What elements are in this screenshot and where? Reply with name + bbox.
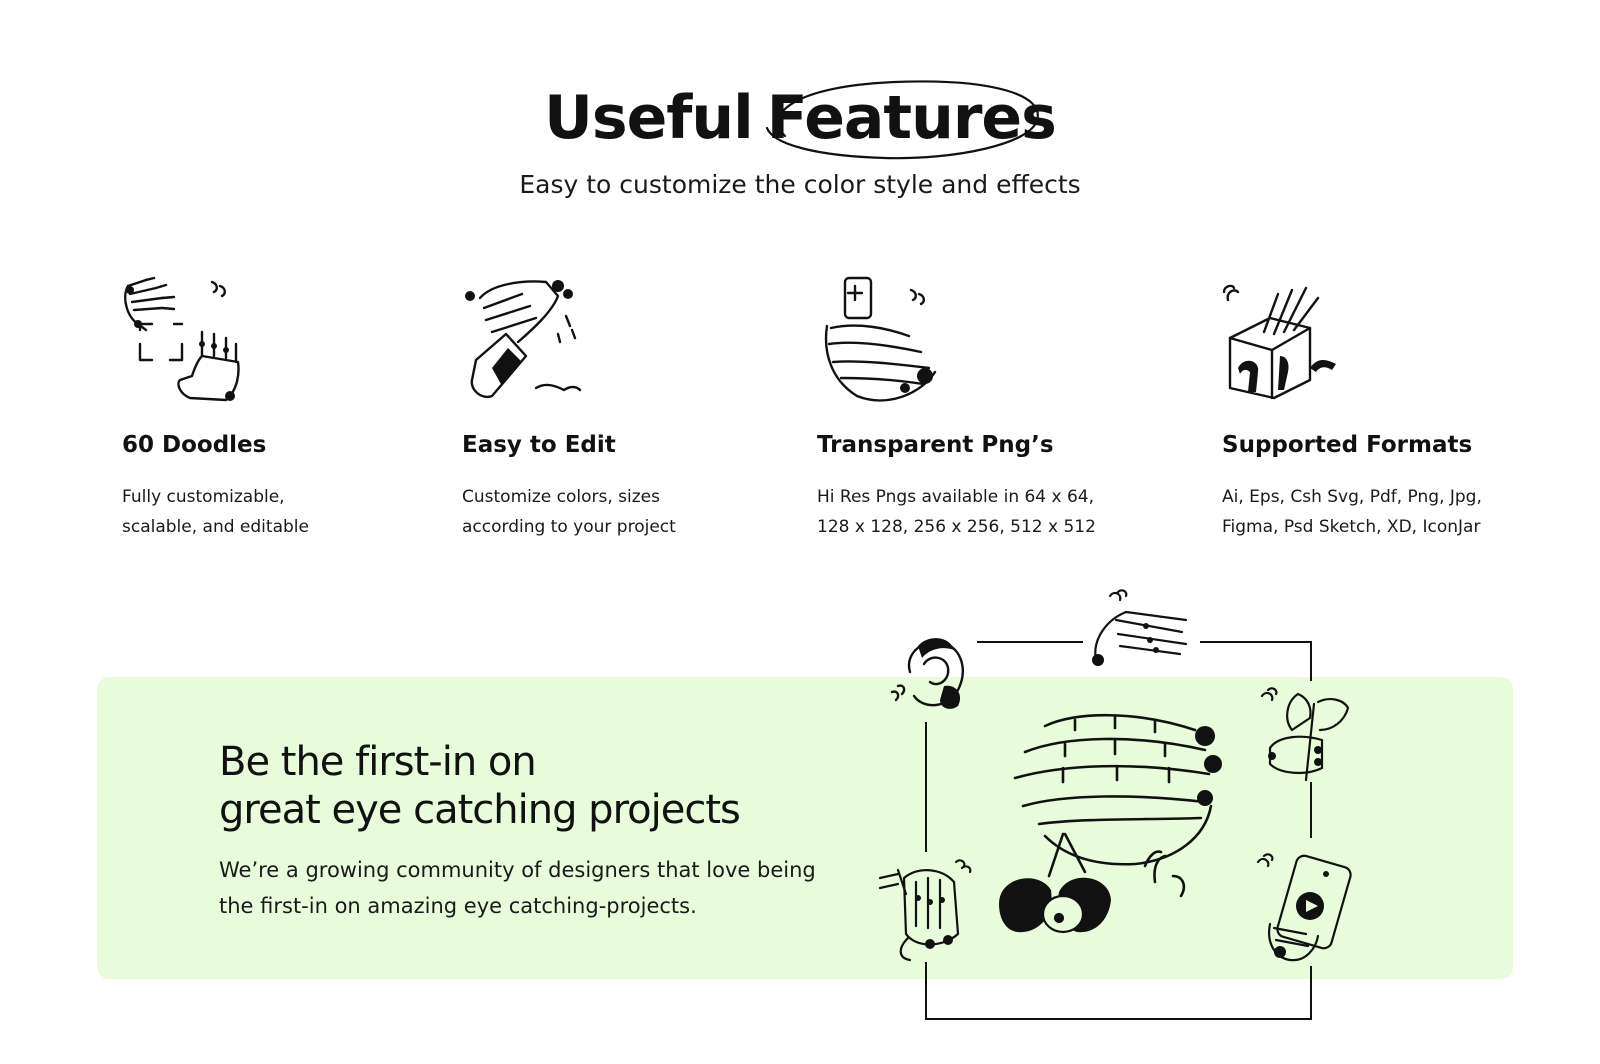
- banner-description-line: the first-in on amazing eye catching-pro…: [219, 894, 697, 918]
- frame-line-top-left: [977, 641, 1083, 643]
- feature-description-line: scalable, and editable: [122, 517, 309, 537]
- feature-description-line: according to your project: [462, 517, 676, 537]
- feature-description-line: Fully customizable,: [122, 487, 285, 507]
- feature-description-line: Hi Res Pngs available in 64 x 64,: [817, 487, 1095, 507]
- banner-heading-line: Be the first-in on: [219, 739, 537, 785]
- feature-description: Customize colors, sizes according to you…: [462, 482, 676, 542]
- skeleton-hand-paint-bucket-icon: [465, 280, 582, 399]
- feature-doodles: 60 Doodles Fully customizable, scalable,…: [122, 272, 462, 537]
- feature-title: Easy to Edit: [462, 432, 616, 458]
- rose-icon: [890, 638, 964, 709]
- feature-description-line: 128 x 128, 256 x 256, 512 x 512: [817, 517, 1096, 537]
- skeleton-hand-axe-icon: [1260, 687, 1350, 782]
- banner-description-line: We’re a growing community of designers t…: [219, 858, 816, 882]
- feature-title: Supported Formats: [1222, 432, 1473, 458]
- frame-line-left: [925, 722, 927, 852]
- frame-line-right-upper: [1310, 641, 1312, 681]
- feature-description-line: Figma, Psd Sketch, XD, IconJar: [1222, 517, 1481, 537]
- skeleton-hand-cherries-icon: [999, 713, 1222, 934]
- page-title-accent-text: Features: [766, 83, 1057, 153]
- page-title-main: Useful: [544, 83, 754, 153]
- skeleton-hand-potion-bottle-icon: [824, 276, 937, 402]
- feature-transparent-pngs: Transparent Png’s Hi Res Pngs available …: [817, 272, 1157, 537]
- banner-heading: Be the first-in on great eye catching pr…: [219, 738, 741, 834]
- page-title-accent: Features: [765, 80, 1057, 160]
- frame-line-right-middle: [1310, 782, 1312, 838]
- feature-supported-formats: Supported Formats Ai, Eps, Csh Svg, Pdf,…: [1222, 272, 1562, 537]
- skeleton-hands-frame-icon: [124, 276, 240, 402]
- feature-title: 60 Doodles: [122, 432, 267, 458]
- page-subtitle: Easy to customize the color style and ef…: [519, 170, 1081, 199]
- feature-description: Fully customizable, scalable, and editab…: [122, 482, 309, 542]
- feature-description: Hi Res Pngs available in 64 x 64, 128 x …: [817, 482, 1096, 542]
- skeleton-hand-phone-icon: [1256, 853, 1352, 962]
- skeleton-hand-box-icon: [1222, 284, 1336, 400]
- banner-description: We’re a growing community of designers t…: [219, 852, 816, 924]
- skeleton-hand-plug-icon: [878, 859, 972, 962]
- feature-title: Transparent Png’s: [817, 432, 1054, 458]
- frame-line-right-lower: [1310, 966, 1312, 1020]
- frame-line-top-right: [1200, 641, 1312, 643]
- feature-description: Ai, Eps, Csh Svg, Pdf, Png, Jpg, Figma, …: [1222, 482, 1482, 542]
- feature-description-line: Ai, Eps, Csh Svg, Pdf, Png, Jpg,: [1222, 487, 1482, 507]
- banner-heading-line: great eye catching projects: [219, 787, 741, 833]
- feature-description-line: Customize colors, sizes: [462, 487, 660, 507]
- frame-line-bottom: [925, 1018, 1312, 1020]
- skeleton-hand-pointing-icon: [1092, 589, 1188, 666]
- frame-line-left-lower: [925, 962, 927, 1020]
- feature-easy-edit: Easy to Edit Customize colors, sizes acc…: [462, 272, 802, 537]
